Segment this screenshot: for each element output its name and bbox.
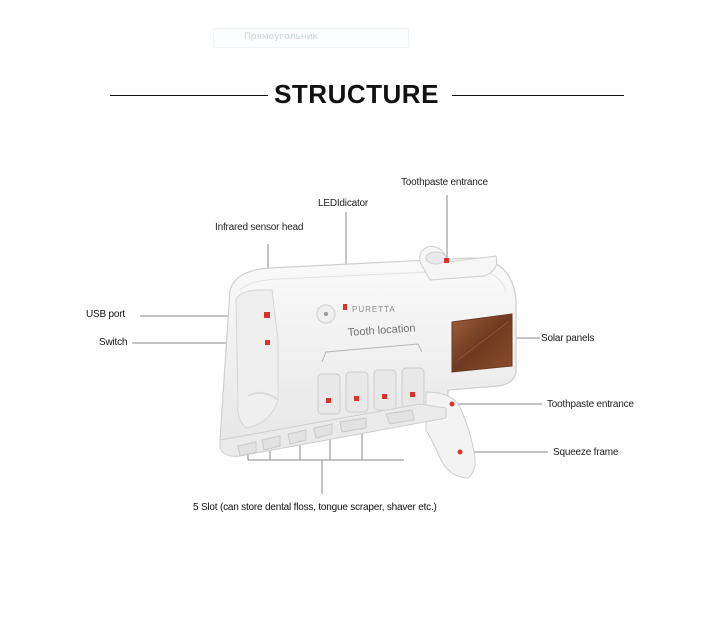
placeholder-text: Прямоугольник bbox=[244, 32, 318, 42]
label-infrared-sensor: Infrared sensor head bbox=[215, 222, 304, 233]
label-led-indicator: LEDIdicator bbox=[318, 198, 369, 209]
brand-logo-text: PURETTA bbox=[352, 305, 396, 314]
placeholder-field: Прямоугольник bbox=[213, 28, 409, 48]
label-switch: Switch bbox=[99, 337, 128, 348]
device-body bbox=[219, 245, 517, 479]
label-toothpaste-entrance-top: Toothpaste entrance bbox=[401, 177, 488, 188]
label-toothpaste-entrance-side: Toothpaste entrance bbox=[547, 399, 634, 410]
label-squeeze-frame: Squeeze frame bbox=[553, 447, 619, 458]
label-solar-panels: Solar panels bbox=[541, 333, 595, 344]
page-title: STRUCTURE bbox=[274, 79, 439, 109]
label-five-slot: 5 Slot (can store dental floss, tongue s… bbox=[193, 502, 437, 513]
tooth-location-text: Tooth location bbox=[347, 322, 416, 339]
title-rule-left bbox=[110, 95, 268, 96]
label-usb-port: USB port bbox=[86, 309, 125, 320]
title-rule-right bbox=[452, 95, 624, 96]
